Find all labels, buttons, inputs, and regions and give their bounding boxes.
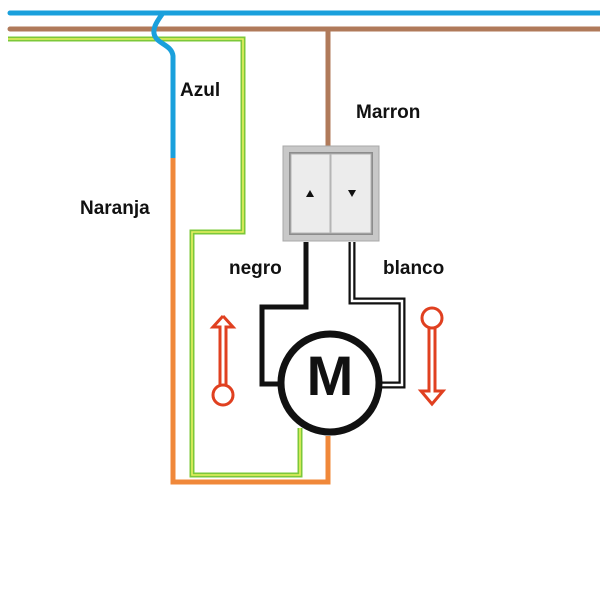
direction-down-arrow-icon	[417, 306, 447, 407]
motor-label: M	[306, 344, 354, 407]
direction-up-arrow-icon	[209, 314, 237, 407]
white-wire-blanco-core	[350, 242, 404, 387]
ground-wire-inner	[8, 38, 301, 476]
black-wire-negro	[259, 242, 309, 387]
ground-wire-outer	[8, 36, 303, 478]
arrow-up-glyph-icon	[306, 190, 314, 197]
motor-circle	[277, 330, 383, 436]
label-marron: Marron	[356, 102, 421, 123]
arrow-down-glyph-icon	[348, 190, 356, 197]
blue-wire-drop	[151, 10, 176, 161]
orange-wire	[170, 158, 331, 485]
label-blanco: blanco	[383, 258, 445, 279]
double-switch[interactable]	[282, 145, 380, 242]
label-naranja: Naranja	[80, 198, 150, 219]
label-negro: negro	[229, 258, 282, 279]
label-azul: Azul	[180, 80, 221, 101]
